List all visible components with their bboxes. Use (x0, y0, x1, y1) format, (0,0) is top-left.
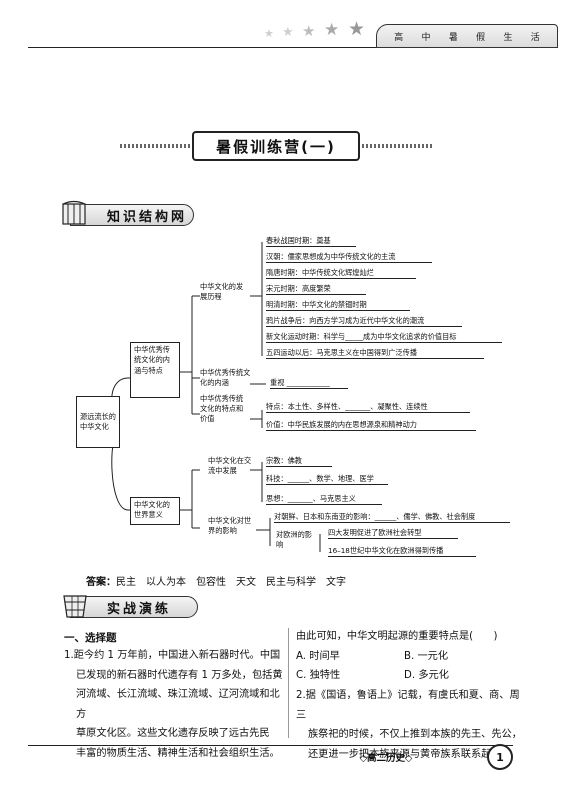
option-c[interactable]: C. 独特性 (296, 670, 341, 681)
star-icon: ★ (348, 18, 366, 40)
series-char: 活 (530, 32, 540, 43)
book-stack-icon (62, 200, 86, 225)
series-char: 暑 (448, 32, 458, 43)
series-char: 高 (394, 32, 404, 43)
question-2: 2.据《国语，鲁语上》记载，有虞氏和夏、商、周三 族祭祀的时候，不仅上推到本族的… (296, 686, 528, 764)
mindmap-sub-exchange: 中华文化在交流中发展 (208, 456, 252, 476)
mindmap-connectors (111, 242, 321, 552)
series-char: 中 (421, 32, 431, 43)
exchange-item: 思想：_______、马克思主义 (266, 494, 382, 506)
column-divider (288, 628, 289, 738)
mindmap-root: 源远流长的中华文化 (76, 396, 120, 448)
series-char: 假 (476, 32, 486, 43)
title-decoration (120, 144, 190, 148)
history-item: 汉朝：儒家思想成为中华传统文化的主流 (266, 252, 432, 264)
europe-item: 四大发明促进了欧洲社会转型 (328, 528, 458, 540)
value-item: 价值：中华民族发展的内在思想源泉和精神动力 (266, 420, 476, 432)
q2-line: 族祭祀的时候，不仅上推到本族的先王、先公， (308, 729, 522, 740)
bucket-icon (63, 595, 87, 618)
star-icon: ★ (282, 25, 294, 40)
influence-item: 对朝鲜、日本和东南亚的影响：______、儒学、佛教、社会制度 (274, 512, 510, 524)
answer-line: 答案：民主 以人为本 包容性 天文 民主与科学 文字 (86, 573, 346, 588)
features-item: 特点：本土性、多样性、_______、凝聚性、连续性 (266, 402, 470, 414)
history-item: 春秋战国时期：奠基 (266, 236, 356, 248)
history-item: 隋唐时期：中华传统文化辉煌灿烂 (266, 268, 416, 280)
option-b[interactable]: B. 一元化 (404, 650, 449, 662)
mindmap-branch-connotation: 中华优秀传统文化的内涵与特点 (130, 342, 180, 398)
mindmap-sub-history: 中华文化的发展历程 (200, 282, 244, 302)
q1-line: 河流域、长江流域、珠江流域、辽河流域和北方 (76, 689, 280, 720)
mindmap-sub-influence: 中华文化对世界的影响 (208, 516, 252, 536)
section-banner-practice: 实战演练 (70, 596, 198, 618)
exchange-item: 宗教：佛教 (266, 456, 332, 468)
exchange-item: 科技：______、数学、地理、医学 (266, 474, 388, 486)
answer-label: 答案： (86, 577, 116, 588)
answer-text: 民主 以人为本 包容性 天文 民主与科学 文字 (116, 577, 346, 588)
q1-line: 1.距今约 1 万年前，中国进入新石器时代。中国 (64, 650, 281, 661)
footer-rule (28, 745, 513, 746)
option-d[interactable]: D. 多元化 (404, 670, 449, 681)
q2-line: 还更进一步把本族来源与黄帝族系联系起来， (308, 748, 512, 760)
mindmap-sub-connotation: 中华优秀传统文化的内涵 (200, 368, 251, 388)
star-icon: ★ (302, 22, 316, 40)
star-icon: ★ (264, 27, 274, 40)
title-decoration (362, 144, 432, 148)
series-char: 生 (503, 32, 513, 43)
history-item: 明清时期：中华文化的禁锢时期 (266, 300, 410, 312)
connotation-item: 重视 ____________ (270, 378, 348, 390)
question-1: 1.距今约 1 万年前，中国进入新石器时代。中国 已发现的新石器时代遗存有 1 … (64, 646, 284, 763)
series-badge: 高 中 暑 假 生 活 (376, 24, 558, 48)
page-number: 1 (487, 744, 513, 770)
q1-options-row: C. 独特性 D. 多元化 (296, 666, 528, 686)
history-item: 新文化运动时期：科学与_____成为中华文化追求的价值目标 (266, 332, 502, 344)
q1-options-row: A. 时间早 B. 一元化 (296, 647, 528, 667)
history-item: 鸦片战争后：向西方学习成为近代中华文化的潮流 (266, 316, 462, 328)
question-1-continued: 由此可知，中华文明起源的重要特点是( ) A. 时间早 B. 一元化 C. 独特… (296, 627, 528, 686)
history-item: 宋元时期：高度繁荣 (266, 284, 366, 296)
q1-cont-line: 由此可知，中华文明起源的重要特点是( ) (296, 631, 498, 642)
influence-europe: 对欧洲的影响 (276, 530, 312, 550)
europe-item: 16–18世纪中华文化在欧洲得到传播 (328, 546, 476, 558)
footer-label: ◇高二历史◇ (359, 753, 413, 764)
mindmap-branch-world: 中华文化的世界意义 (130, 497, 180, 525)
q2-line: 2.据《国语，鲁语上》记载，有虞氏和夏、商、周三 (296, 690, 520, 721)
page-title: 暑假训练营(一) (192, 131, 360, 161)
q1-line: 已发现的新石器时代遗存有 1 万多处，包括黄 (76, 669, 283, 681)
question-section-title: 一、选择题 (64, 632, 117, 644)
history-item: 五四运动以后：马克思主义在中国得到广泛传播 (266, 348, 484, 360)
q1-line: 丰富的物质生活、精神生活和社会组织生活。 (76, 747, 280, 759)
option-a[interactable]: A. 时间早 (296, 650, 340, 662)
q1-line: 草原文化区。这些文化遗存反映了远古先民 (76, 728, 270, 739)
header-rule (28, 47, 555, 48)
mindmap-sub-features: 中华优秀传统文化的特点和价值 (200, 394, 244, 424)
star-icon: ★ (324, 20, 340, 40)
